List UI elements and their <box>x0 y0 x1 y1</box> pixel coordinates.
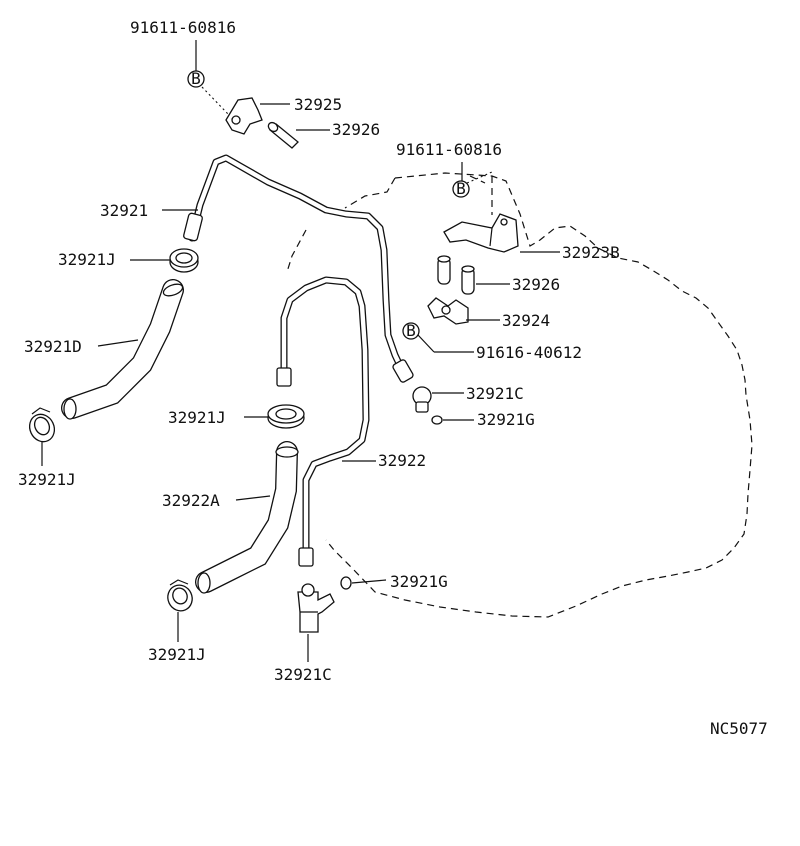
union-32921c-upper <box>412 386 432 413</box>
label-gasket-lower: 32921G <box>390 572 448 591</box>
label-clamp-32924: 32924 <box>502 311 550 330</box>
label-bolt-flange: 91616-40612 <box>476 343 582 362</box>
label-union-upper: 32921C <box>466 384 524 403</box>
hose-32922a <box>195 441 299 594</box>
transmission-case-outline <box>286 172 753 618</box>
hose-clip-mid <box>267 404 305 429</box>
label-pipe-32921: 32921 <box>100 201 148 220</box>
label-bolt-top: 91611-60816 <box>130 18 236 37</box>
label-hose-32922a: 32922A <box>162 491 220 510</box>
label-sleeve-right: 32926 <box>512 275 560 294</box>
label-clip-lower: 32921J <box>148 645 206 664</box>
union-32921c-lower <box>297 583 335 633</box>
hose-clip-lower <box>167 579 193 612</box>
label-clip-upper: 32921J <box>58 250 116 269</box>
svg-text:B: B <box>406 321 416 340</box>
sleeve-32926-right <box>437 255 475 295</box>
bolt-symbol-top: B <box>187 69 205 88</box>
label-clip-mid: 32921J <box>168 408 226 427</box>
diagram-code: NC5077 <box>710 719 768 738</box>
hose-clip-upper <box>169 248 199 273</box>
label-sleeve-top: 32926 <box>332 120 380 139</box>
part-labels: 91611-60816 32925 32926 91611-60816 3292… <box>18 18 768 738</box>
label-clip-hose-upper: 32921J <box>18 470 76 489</box>
bolt-symbol-right: B <box>452 179 470 198</box>
leader-lines <box>41 40 560 662</box>
sleeve-32926-top <box>267 121 299 149</box>
label-hose-32921d: 32921D <box>24 337 82 356</box>
clamp-32924 <box>427 297 469 325</box>
label-clamp-32925: 32925 <box>294 95 342 114</box>
gasket-32921g-upper <box>431 415 443 425</box>
label-union-lower: 32921C <box>274 665 332 684</box>
label-bolt-right: 91611-60816 <box>396 140 502 159</box>
bolt-symbol-flange: B <box>402 321 420 340</box>
label-bracket-32923b: 32923B <box>562 243 620 262</box>
pipe-32922 <box>276 276 370 567</box>
clamp-32925 <box>225 97 263 135</box>
svg-text:B: B <box>191 69 201 88</box>
label-gasket-upper: 32921G <box>477 410 535 429</box>
hose-32921d <box>61 279 184 420</box>
svg-text:B: B <box>456 179 466 198</box>
label-pipe-32922: 32922 <box>378 451 426 470</box>
gasket-32921g-lower <box>340 576 352 590</box>
hose-clip-left <box>28 407 56 443</box>
pipe-32921 <box>183 154 414 383</box>
bracket-32923b <box>443 213 519 253</box>
